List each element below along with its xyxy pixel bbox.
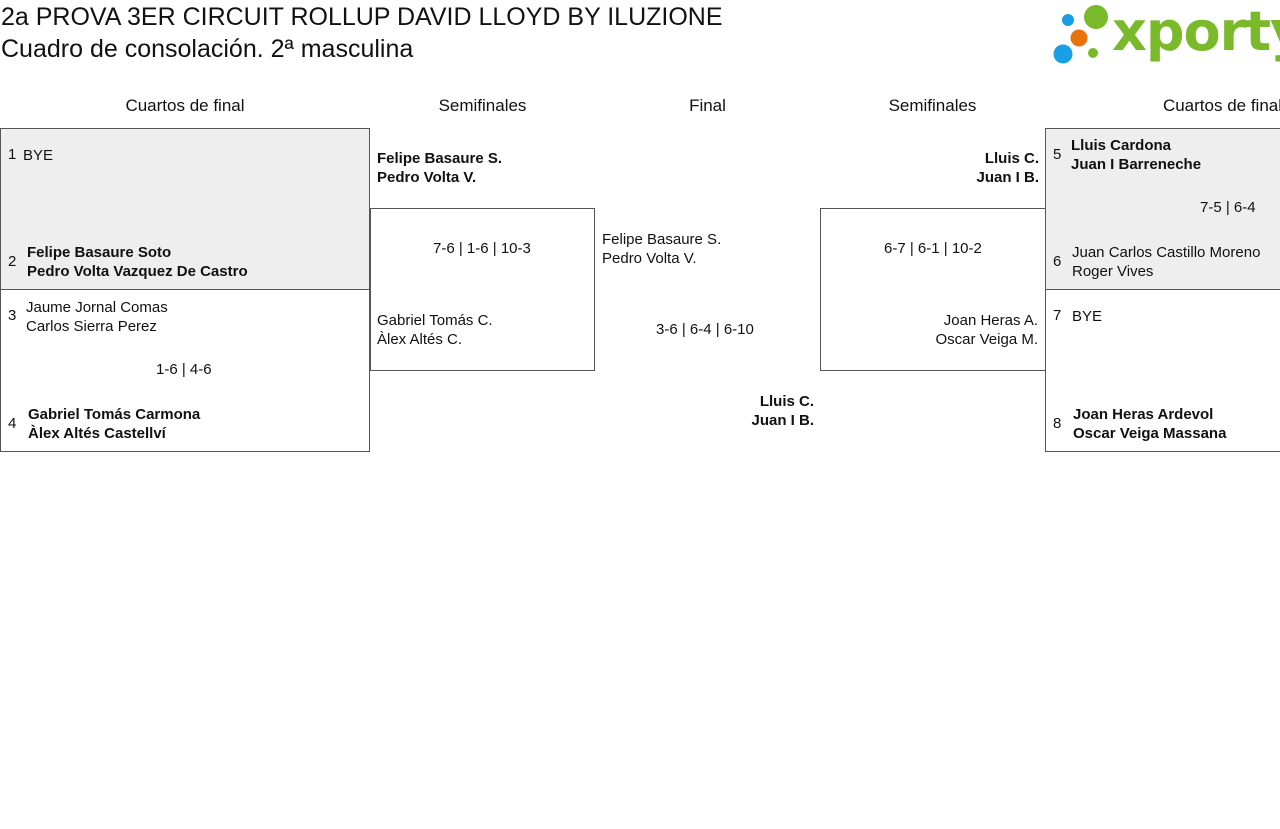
match-score: 3-6 | 6-4 | 6-10 bbox=[656, 321, 754, 338]
match-score: 7-6 | 1-6 | 10-3 bbox=[433, 240, 531, 257]
player-name: Carlos Sierra Perez bbox=[26, 318, 157, 335]
player-name: Pedro Volta V. bbox=[377, 169, 477, 186]
round-header-right-sf: Semifinales bbox=[888, 96, 977, 115]
player-name: Pedro Volta Vazquez De Castro bbox=[27, 263, 248, 280]
round-header-left-qf: Cuartos de final bbox=[125, 96, 245, 115]
left-qf-match-1[interactable] bbox=[0, 128, 370, 290]
match-score: 6-7 | 6-1 | 10-2 bbox=[884, 240, 982, 257]
logo-dots-icon bbox=[1053, 5, 1108, 64]
seed-number: 5 bbox=[1053, 146, 1062, 163]
left-qf-match-2[interactable] bbox=[0, 289, 370, 452]
seed-number: 7 bbox=[1053, 307, 1062, 324]
right-qf-match-2[interactable] bbox=[1045, 289, 1280, 452]
player-name: Àlex Altés Castellví bbox=[28, 425, 166, 442]
player-name: BYE bbox=[23, 147, 54, 164]
player-name: Gabriel Tomás Carmona bbox=[28, 406, 201, 423]
player-name: Oscar Veiga Massana bbox=[1073, 425, 1227, 442]
player-name: Joan Heras Ardevol bbox=[1073, 406, 1214, 423]
player-name: Lluis Cardona bbox=[1071, 137, 1172, 154]
player-name: Àlex Altés C. bbox=[377, 331, 463, 348]
tournament-title: 2a PROVA 3ER CIRCUIT ROLLUP DAVID LLOYD … bbox=[1, 3, 723, 31]
player-name: Jaume Jornal Comas bbox=[26, 299, 168, 316]
seed-number: 6 bbox=[1053, 253, 1062, 270]
seed-number: 1 bbox=[8, 146, 17, 163]
match-score: 1-6 | 4-6 bbox=[156, 361, 212, 378]
match-score: 7-5 | 6-4 bbox=[1200, 199, 1256, 216]
player-name: Gabriel Tomás C. bbox=[377, 312, 493, 329]
player-name: Oscar Veiga M. bbox=[935, 331, 1038, 348]
right-qf-match-1[interactable] bbox=[1045, 128, 1280, 290]
player-name: Juan I B. bbox=[976, 169, 1039, 186]
player-name: Felipe Basaure S. bbox=[377, 150, 503, 167]
player-name: Lluis C. bbox=[759, 393, 814, 410]
xporty-logo[interactable]: xporty bbox=[1050, 0, 1280, 68]
player-name: Felipe Basaure S. bbox=[602, 231, 722, 248]
seed-number: 2 bbox=[8, 253, 17, 270]
left-sf-match[interactable] bbox=[370, 208, 595, 371]
player-name: Pedro Volta V. bbox=[602, 250, 697, 267]
seed-number: 8 bbox=[1053, 415, 1062, 432]
player-name: Lluis C. bbox=[984, 150, 1039, 167]
player-name: BYE bbox=[1072, 308, 1103, 325]
round-header-final: Final bbox=[689, 96, 726, 115]
player-name: Joan Heras A. bbox=[943, 312, 1038, 329]
player-name: Felipe Basaure Soto bbox=[27, 244, 172, 261]
player-name: Juan I Barreneche bbox=[1071, 156, 1202, 173]
round-header-left-sf: Semifinales bbox=[438, 96, 527, 115]
seed-number: 4 bbox=[8, 415, 17, 432]
player-name: Roger Vives bbox=[1072, 263, 1154, 280]
seed-number: 3 bbox=[8, 307, 17, 324]
player-name: Juan Carlos Castillo Moreno bbox=[1072, 244, 1261, 261]
logo-wordmark: xporty bbox=[1112, 0, 1280, 63]
round-header-right-qf: Cuartos de final bbox=[1162, 96, 1280, 115]
draw-subtitle: Cuadro de consolación. 2ª masculina bbox=[1, 35, 414, 63]
player-name: Juan I B. bbox=[751, 412, 814, 429]
